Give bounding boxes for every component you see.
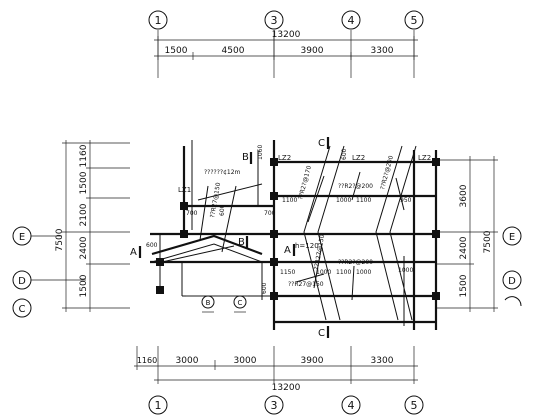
dim-700-a: 700	[186, 210, 198, 217]
dim-600-c: 600	[146, 242, 158, 249]
grid-label-c: C	[238, 299, 243, 307]
dim-bottom-overall: 13200	[272, 383, 301, 393]
column-lz1: LZ1	[178, 186, 191, 194]
grid-label-top-4: 4	[348, 14, 355, 27]
column-markers	[156, 158, 440, 300]
grid-bubble-top-5	[404, 10, 424, 30]
section-markers: B B A A C C	[130, 137, 330, 339]
dim-top-seg-4: 3300	[371, 46, 394, 56]
dim-600-d: 600	[261, 282, 268, 294]
dim-1060: 1060	[257, 145, 264, 160]
column-lz2-c: LZ2	[418, 154, 431, 162]
grid-bubble-top-1	[148, 10, 168, 30]
grid-label-bottom-5: 5	[411, 399, 418, 412]
plan-annotations: LZ1 LZ2 LZ2 LZ2 h=120 ??????¢12m ??R27@1…	[146, 145, 431, 294]
grid-label-top-3: 3	[271, 14, 278, 27]
dim-1100-a: 1100	[282, 197, 297, 204]
left-grid-axes: E D C	[12, 226, 86, 318]
dim-top-overall: 13200	[272, 30, 301, 40]
dim-right-seg-1: 3600	[459, 184, 469, 207]
rebar-note-3: ??R2?@200	[338, 183, 373, 190]
grid-bubble-right-e	[502, 226, 522, 246]
grid-label-left-c: C	[19, 304, 26, 315]
dim-right-seg-2: 2400	[459, 236, 469, 259]
right-grid-axes: E D C	[502, 226, 522, 307]
grid-label-left-e: E	[19, 232, 25, 243]
grid-bubble-top-3	[264, 10, 284, 30]
top-grid-axes: 1 3 4 5	[148, 10, 424, 78]
grid-bubble-bottom-4	[341, 395, 361, 415]
column-lz2-a: LZ2	[278, 154, 291, 162]
grid-bubble-b	[201, 295, 215, 309]
note-top: ??????¢12m	[204, 169, 241, 176]
dim-bottom-seg-5: 3300	[371, 356, 394, 366]
dim-left-seg-1: 1160	[79, 144, 89, 167]
top-dimension-lines: 13200 1500 4500 3900 3300	[154, 30, 418, 60]
grid-label-bottom-1: 1	[155, 399, 162, 412]
dim-right-overall: 7500	[483, 230, 493, 253]
slab-thickness: h=120	[295, 242, 319, 250]
plan-beams	[150, 140, 438, 330]
dim-1100-c: 1100	[356, 197, 371, 204]
grid-label-b: B	[206, 299, 211, 307]
bottom-dimension-lines: 1160 3000 3000 3900 3300 13200	[134, 346, 418, 393]
grid-bubble-left-c	[12, 298, 32, 318]
grid-bubble-right-c	[504, 296, 522, 307]
grid-label-left-d: D	[18, 276, 26, 287]
dim-top-seg-1: 1500	[165, 46, 188, 56]
dim-left-seg-3: 2100	[79, 203, 89, 226]
grid-bubble-top-4	[341, 10, 361, 30]
dim-700-b: 700	[264, 210, 276, 217]
dim-1100-b: 1100	[336, 269, 351, 276]
dim-1000-b: 1000	[316, 269, 331, 276]
rebar-note-6: ??R2?@200	[338, 259, 373, 266]
rebar-note-7: ??R27@150	[288, 281, 324, 288]
grid-label-bottom-3: 3	[271, 399, 278, 412]
dim-bottom-seg-3: 3000	[234, 356, 257, 366]
grid-label-right-d: D	[508, 276, 516, 287]
grid-bubble-right-d	[502, 270, 522, 290]
sub-grid-bubbles: B C	[186, 295, 248, 313]
dim-1000-d: 1000	[356, 269, 371, 276]
section-a-left: A	[130, 247, 137, 258]
dim-bottom-seg-4: 3900	[301, 356, 324, 366]
grid-bubble-bottom-1	[148, 395, 168, 415]
section-a-mid: A	[284, 245, 291, 256]
section-c-top: C	[318, 138, 325, 149]
dim-1000-a: 1000	[336, 197, 351, 204]
grid-label-right-e: E	[509, 232, 515, 243]
rebar-note-4: ??R2?@200	[379, 155, 395, 191]
dim-left-seg-2: 1500	[79, 171, 89, 194]
grid-label-top-5: 5	[411, 14, 418, 27]
section-b-mid: B	[238, 237, 245, 248]
dim-top-seg-3: 3900	[301, 46, 324, 56]
dim-bottom-seg-1: 1160	[137, 356, 157, 365]
right-dimension-lines: 3600 2400 1500 7500	[436, 156, 498, 312]
grid-bubble-bottom-3	[264, 395, 284, 415]
bottom-grid-axes: 1 3 4 5	[148, 395, 424, 415]
dim-top-seg-2: 4500	[222, 46, 245, 56]
dim-1150: 1150	[280, 269, 295, 276]
grid-label-bottom-4: 4	[348, 399, 355, 412]
dim-left-overall: 7500	[55, 228, 65, 251]
grid-bubble-bottom-5	[404, 395, 424, 415]
dim-bottom-seg-2: 3000	[176, 356, 199, 366]
section-b-top: B	[242, 152, 249, 163]
dim-950: 950	[400, 197, 412, 204]
grid-bubble-c	[233, 295, 247, 309]
dim-600-b: 600	[341, 148, 348, 160]
dim-left-seg-5: 1500	[79, 274, 89, 297]
dim-1000-c: 1000	[398, 267, 413, 274]
left-dimension-lines: 1160 1500 2100 2400 1500 7500	[55, 140, 130, 312]
rebar-note-5: ??R27@150	[313, 234, 326, 270]
dim-600-a: 600	[219, 204, 226, 216]
section-c-bottom: C	[318, 328, 325, 339]
dim-left-seg-4: 2400	[79, 236, 89, 259]
dim-right-seg-3: 1500	[459, 274, 469, 297]
column-lz2-b: LZ2	[352, 154, 365, 162]
grid-label-top-1: 1	[155, 14, 162, 27]
